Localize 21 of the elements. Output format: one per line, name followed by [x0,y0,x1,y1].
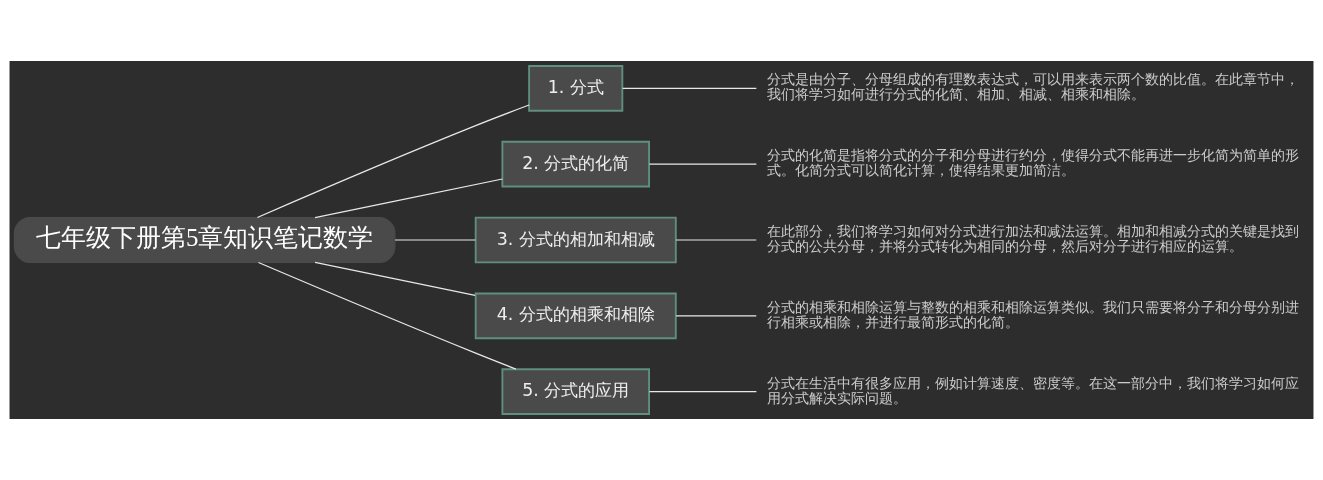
connector [648,163,758,165]
node-box: 1. 分式 [528,65,624,112]
node-box: 七年级下册第5章知识笔记数学 [13,217,396,263]
node-text: 分式是由分子、分母组成的有理数表达式，可以用来表示两个数的比值。在此章节中，我们将学习如何进行分式的化简、相加、相减、相乘和相除。 [766,71,1299,103]
node-box: 4. 分式的相乘和相除 [474,292,677,340]
connector [314,261,476,296]
connector [257,261,517,370]
node-text: 分式的化简是指将分式的分子和分母进行约分，使得分式不能再进一步化简为简单的形式。化简分式可以简化计算，使得结果更加简洁。 [766,147,1299,179]
node-box: 2. 分式的化简 [501,140,650,188]
node-text: 分式的相乘和相除运算与整数的相乘和相除运算类似。我们只需要将分子和分母分别进行相乘或相除，并进行最简形式的化简。 [766,298,1299,330]
node-box: 5. 分式的应用 [501,368,650,415]
node-text: 分式在生活中有很多应用，例如计算速度、密度等。在这一部分中，我们将学习如何应用分式解决实际问题。 [766,374,1299,406]
connector [675,239,757,241]
node-box: 3. 分式的相加和相减 [474,216,677,264]
connector [622,87,757,89]
connector [394,239,476,241]
connector [675,315,757,317]
connector [648,391,758,393]
connector [314,178,503,219]
node-text: 在此部分，我们将学习如何对分式进行加法和减法运算。相加和相减分式的关键是找到分式的公共分母，并将分式转化为相同的分母，然后对分子进行相应的运算。 [766,223,1299,254]
connector [256,104,530,219]
